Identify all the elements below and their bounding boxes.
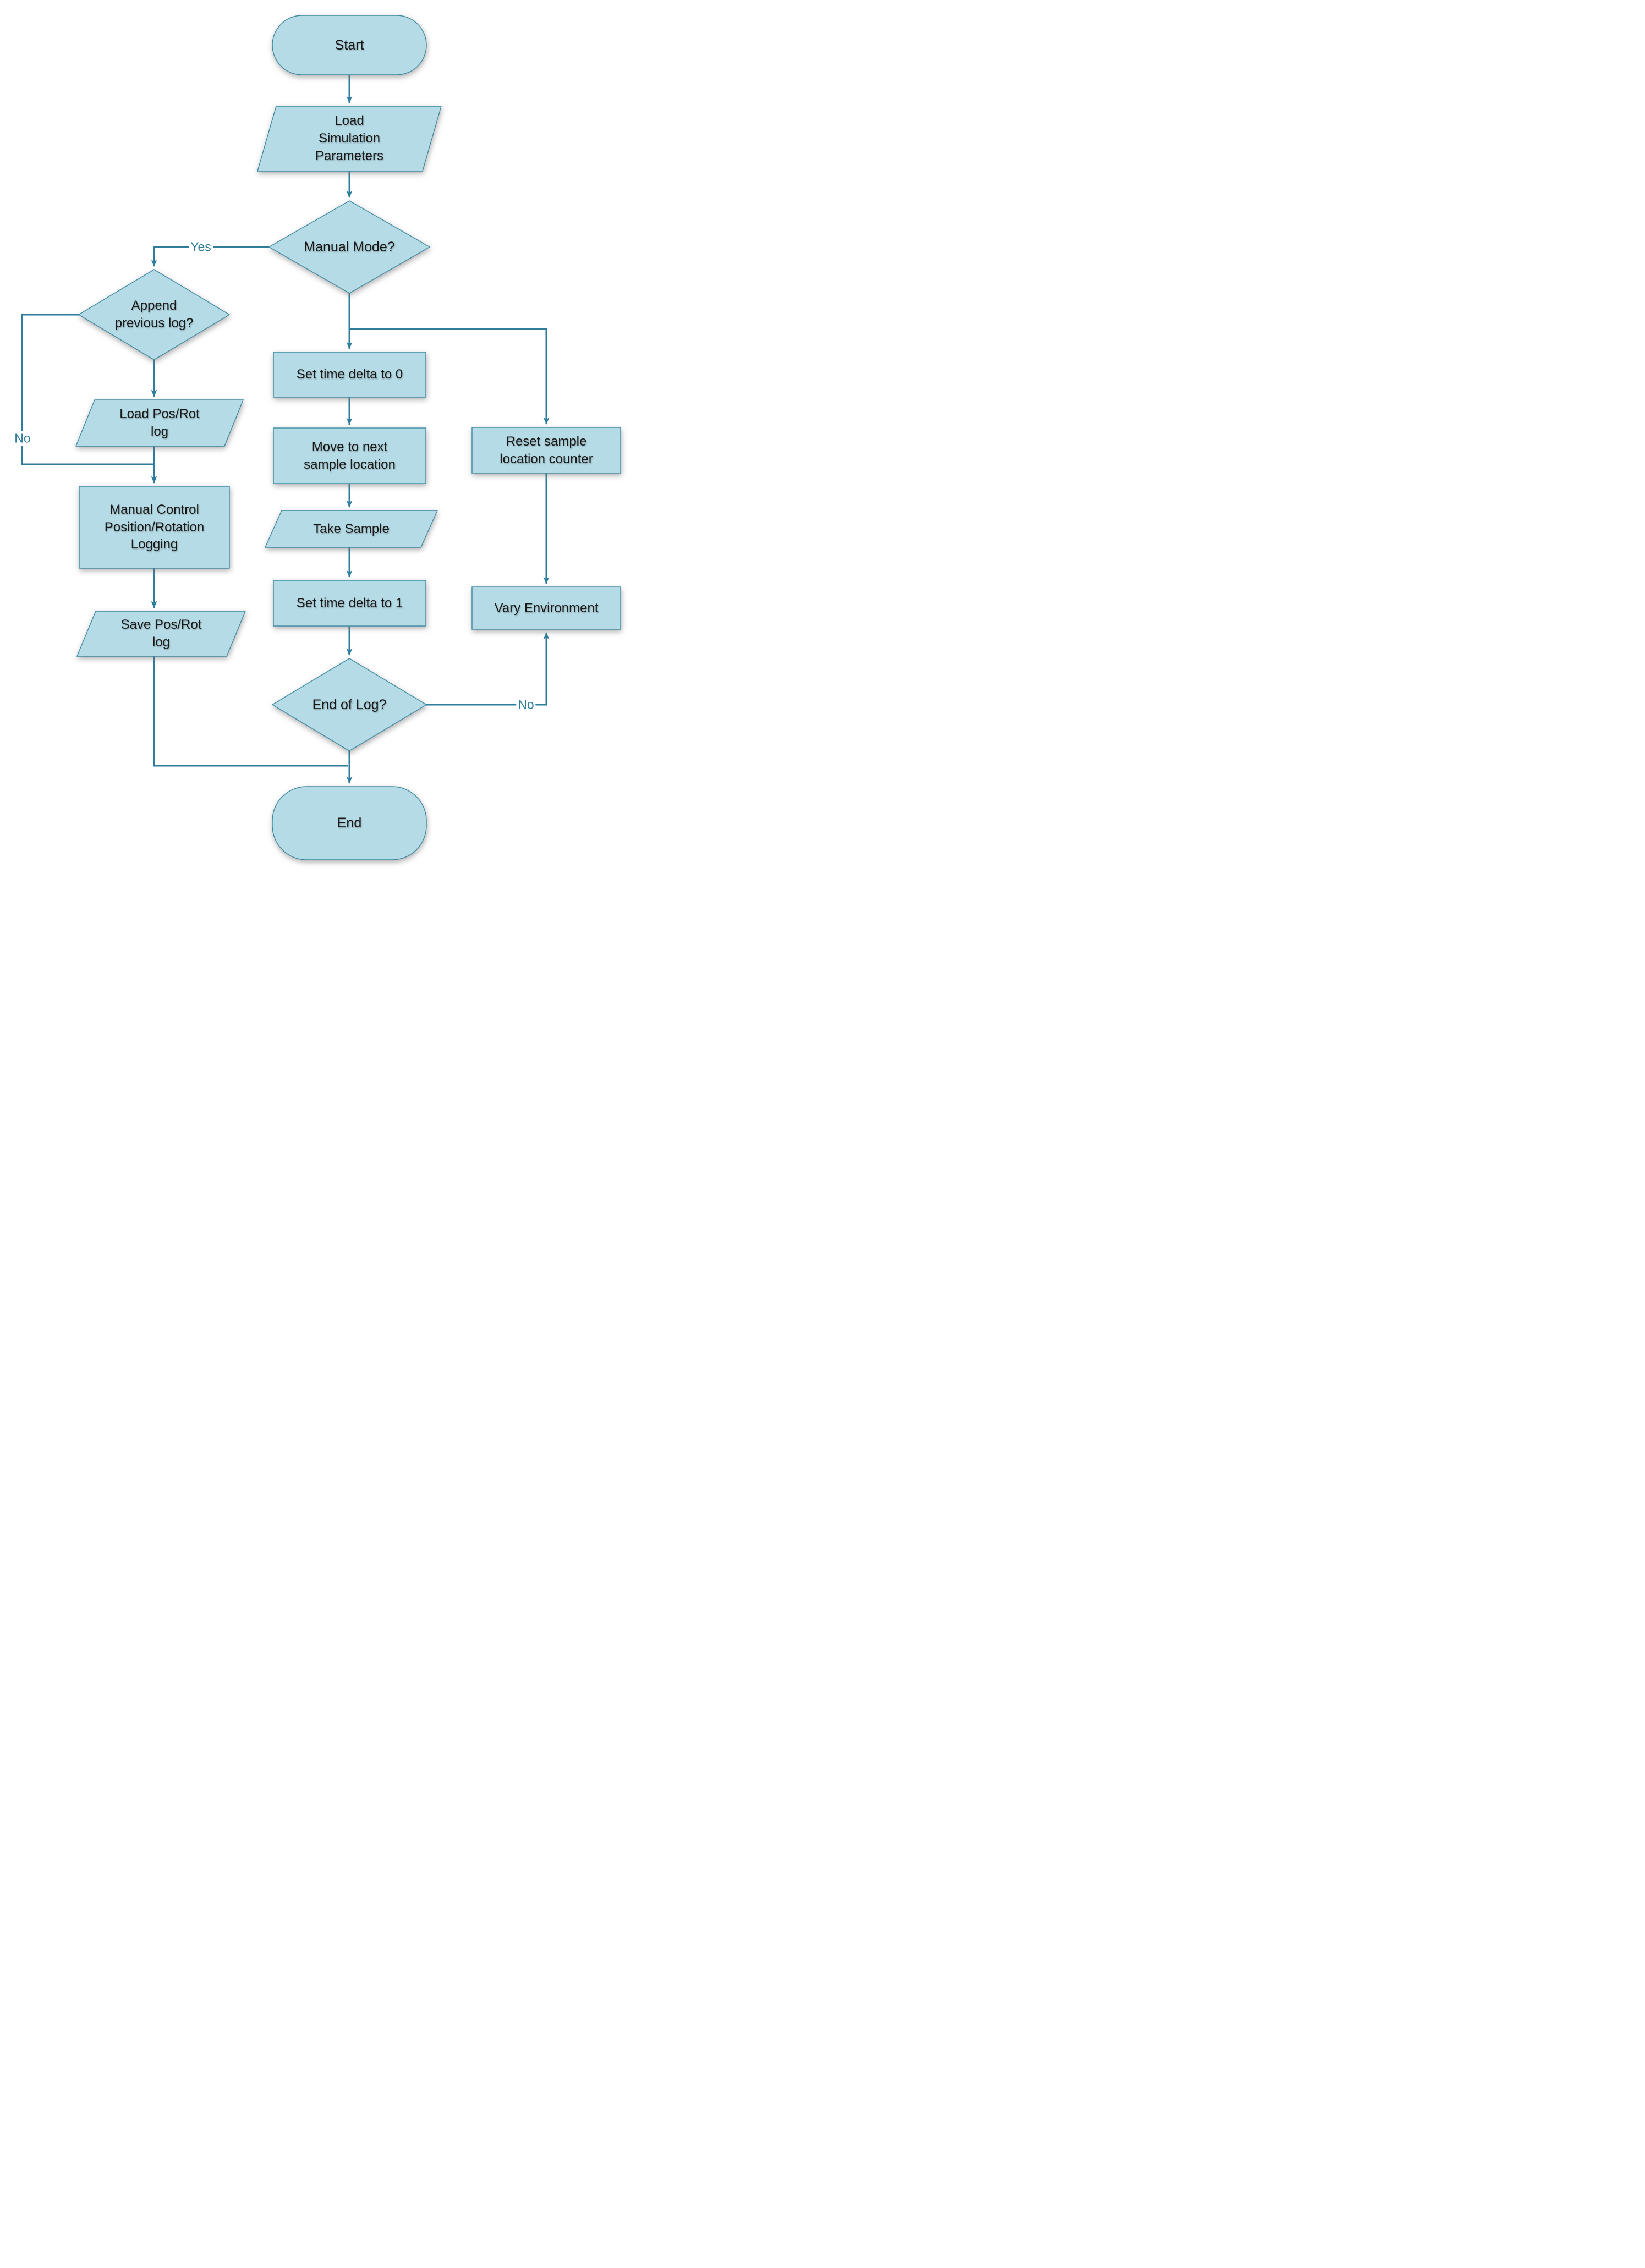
reset-counter-shape — [471, 427, 621, 474]
shape-group — [75, 15, 621, 860]
edge-append-no-loop — [21, 314, 155, 465]
end-of-log-shape — [271, 658, 427, 751]
manual-control-shape — [79, 486, 230, 569]
start-shape — [272, 15, 427, 75]
end-shape — [272, 786, 427, 860]
load-pos-rot-shape — [75, 399, 244, 447]
manual-mode-shape — [268, 200, 431, 294]
move-next-shape — [273, 427, 426, 484]
set-delta1-shape — [273, 580, 426, 627]
edge-junction-resetcounter — [349, 328, 550, 425]
edge-manualmode-append-yes — [151, 246, 269, 267]
set-delta0-shape — [273, 352, 426, 398]
load-sim-shape — [257, 106, 442, 172]
edge-saveposrot-end — [153, 656, 348, 767]
flowchart-graphics — [21, 15, 621, 860]
save-pos-rot-shape — [76, 611, 246, 657]
edge-endoflog-varyenv-no — [426, 632, 550, 706]
flowchart-canvas: Start Load Simulation Parameters Manual … — [0, 0, 632, 871]
append-prev-shape — [78, 269, 231, 360]
edge-group — [21, 75, 550, 784]
take-sample-shape — [264, 510, 438, 548]
vary-env-shape — [471, 586, 621, 630]
